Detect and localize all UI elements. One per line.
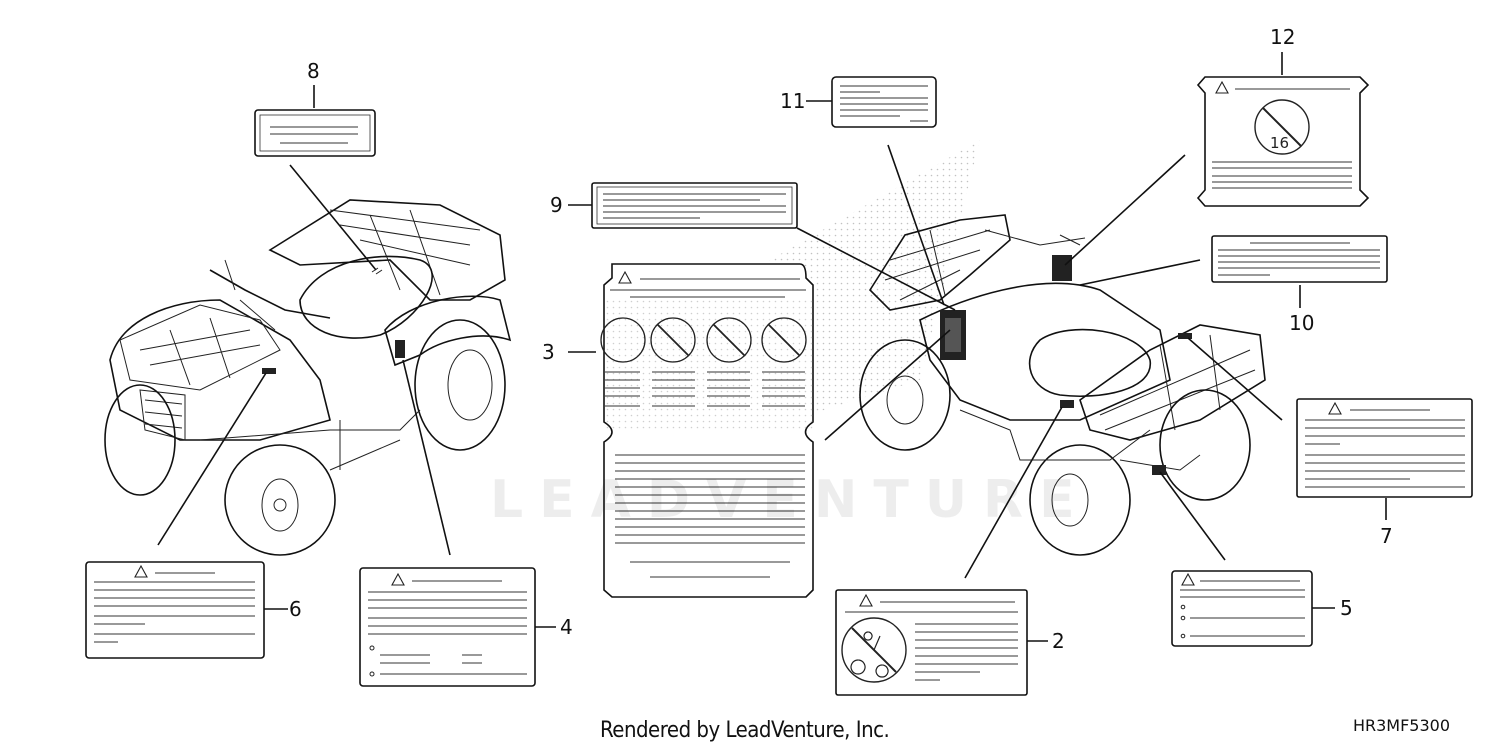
callout-5: 5 xyxy=(1340,596,1353,620)
label-10 xyxy=(1211,235,1388,283)
label-2 xyxy=(835,589,1028,696)
callout-6: 6 xyxy=(289,597,302,621)
callout-7: 7 xyxy=(1380,524,1393,548)
callout-numbers: 8 9 3 11 12 10 7 5 2 6 4 xyxy=(289,25,1393,653)
callout-10: 10 xyxy=(1289,311,1314,335)
footer: Rendered by LeadVenture, Inc. HR3MF5300 xyxy=(0,712,1500,750)
label-11 xyxy=(831,76,937,128)
render-credit: Rendered by LeadVenture, Inc. xyxy=(600,718,890,743)
callout-8: 8 xyxy=(307,59,320,83)
leader-lines xyxy=(157,52,1387,642)
label-8 xyxy=(254,109,376,157)
callout-4: 4 xyxy=(560,615,573,639)
callout-12: 12 xyxy=(1270,25,1295,49)
label-7 xyxy=(1296,398,1473,498)
atv-rear-view xyxy=(859,214,1266,556)
label-12: 16 xyxy=(1196,76,1370,207)
callout-2: 2 xyxy=(1052,629,1065,653)
callout-3: 3 xyxy=(542,340,555,364)
no-passenger-icon xyxy=(850,631,889,678)
callout-11: 11 xyxy=(780,89,805,113)
atv-front-view xyxy=(104,199,512,556)
label-3 xyxy=(600,263,814,598)
callout-9: 9 xyxy=(550,193,563,217)
label-5 xyxy=(1171,570,1313,647)
diagram-code: HR3MF5300 xyxy=(1352,716,1450,735)
label-6 xyxy=(85,561,265,659)
label-9 xyxy=(591,182,798,229)
age-16-restriction-icon: 16 xyxy=(1270,134,1289,152)
label-4 xyxy=(359,567,536,687)
